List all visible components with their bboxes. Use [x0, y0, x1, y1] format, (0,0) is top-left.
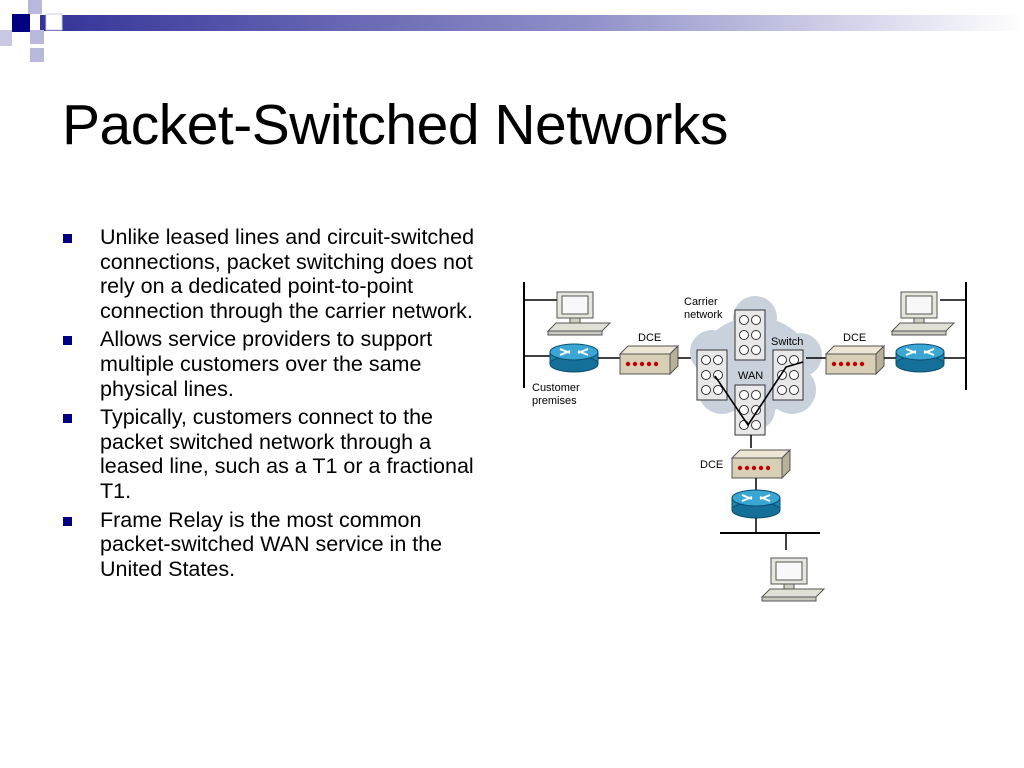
- top-switch-icon: [734, 309, 766, 361]
- top-decoration-band: [0, 0, 1024, 62]
- bottom-switch-icon: [734, 384, 766, 436]
- packet-switched-network-diagram: Customer premises DCE Carrier network Sw…: [523, 282, 967, 602]
- bullet-item: Typically, customers connect to the pack…: [62, 405, 494, 503]
- square-bullet-icon: [63, 414, 72, 424]
- wan-label: WAN: [738, 370, 763, 382]
- left-dce-label: DCE: [638, 332, 661, 344]
- right-dce-label: DCE: [843, 332, 866, 344]
- right-dce-icon: [825, 345, 885, 375]
- bottom-dce-label: DCE: [700, 459, 723, 471]
- right-computer-icon: [891, 291, 955, 336]
- left-switch-icon: [696, 349, 728, 401]
- square-bullet-icon: [63, 336, 72, 346]
- left-dce-icon: [619, 345, 679, 375]
- carrier-label-2: network: [684, 309, 723, 321]
- bullet-text: Allows service providers to support mult…: [100, 327, 433, 401]
- bottom-dce-icon: [731, 449, 791, 479]
- customer-premises-label-2: premises: [532, 395, 577, 407]
- switch-label: Switch: [771, 336, 803, 348]
- bullet-text: Typically, customers connect to the pack…: [100, 405, 474, 503]
- bullet-item: Allows service providers to support mult…: [62, 327, 494, 401]
- bullet-item: Frame Relay is the most common packet-sw…: [62, 508, 494, 582]
- bullet-text: Unlike leased lines and circuit-switched…: [100, 225, 475, 323]
- left-computer-icon: [547, 291, 611, 336]
- virtual-circuit-path: [714, 361, 804, 427]
- bullet-text: Frame Relay is the most common packet-sw…: [100, 507, 443, 581]
- left-router-icon: [549, 343, 599, 373]
- square-bullet-icon: [63, 516, 72, 526]
- slide-title: Packet-Switched Networks: [62, 93, 728, 157]
- bullet-item: Unlike leased lines and circuit-switched…: [62, 225, 494, 323]
- carrier-label-1: Carrier: [684, 296, 718, 308]
- square-bullet-icon: [63, 234, 72, 243]
- bottom-router-icon: [731, 489, 781, 519]
- bottom-computer-icon: [761, 557, 825, 602]
- bullet-list: Unlike leased lines and circuit-switched…: [62, 225, 494, 585]
- right-switch-icon: [772, 349, 804, 401]
- right-router-icon: [895, 343, 945, 373]
- customer-premises-label-1: Customer: [532, 382, 580, 394]
